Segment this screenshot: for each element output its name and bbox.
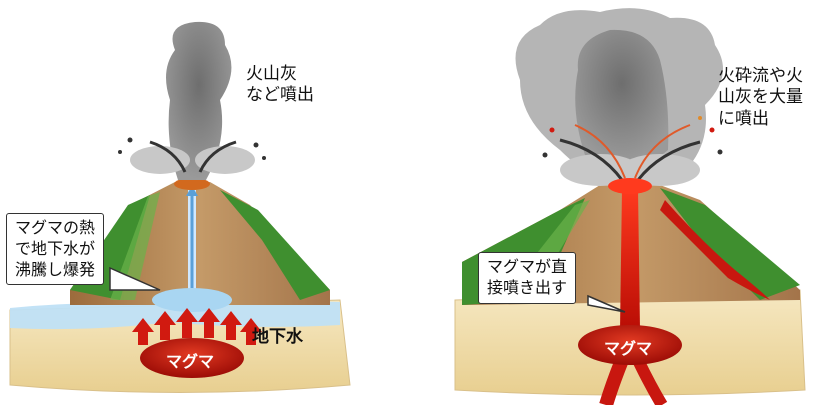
left-groundwater-layer (10, 300, 340, 330)
right-eruption-label-line3: に噴出 (718, 108, 769, 129)
groundwater-label: 地下水 (252, 327, 303, 347)
right-magma-label: マグマ (604, 339, 653, 358)
right-ash-plume (515, 8, 723, 186)
right-eruption-label: 火砕流や火 山灰を大量 に噴出 (718, 66, 803, 130)
left-callout: マグマの熱 で地下水が 沸騰し爆発 (6, 213, 105, 286)
left-volcano (9, 21, 351, 393)
left-callout-line2: で地下水が (15, 238, 96, 258)
left-eruption-label-line2: など噴出 (246, 85, 314, 106)
left-callout-line3: 沸騰し爆発 (15, 259, 96, 279)
right-callout: マグマが直 接噴き出す (478, 252, 577, 304)
right-eruption-label-line1: 火砕流や火 (718, 66, 803, 86)
left-magma-label: マグマ (166, 352, 215, 371)
left-magma-chamber (140, 338, 244, 378)
left-green-slope-right (220, 190, 330, 300)
heat-arrows (132, 308, 262, 345)
right-lava-flow (660, 200, 770, 300)
left-callout-line1: マグマの熱 (15, 218, 96, 237)
left-steam-bubble (152, 288, 232, 312)
right-magma-chamber (578, 325, 682, 365)
right-conduit (620, 188, 640, 330)
right-eruption-label-line2: 山灰を大量 (718, 87, 803, 108)
left-eruption-label: 火山灰 など噴出 (246, 64, 314, 107)
left-eruption-label-line1: 火山灰 (246, 64, 297, 84)
right-callout-line2: 接噴き出す (487, 277, 568, 297)
right-green-slope-right (660, 188, 800, 300)
left-ash-plume (118, 21, 266, 180)
right-callout-line1: マグマが直 (487, 257, 568, 276)
